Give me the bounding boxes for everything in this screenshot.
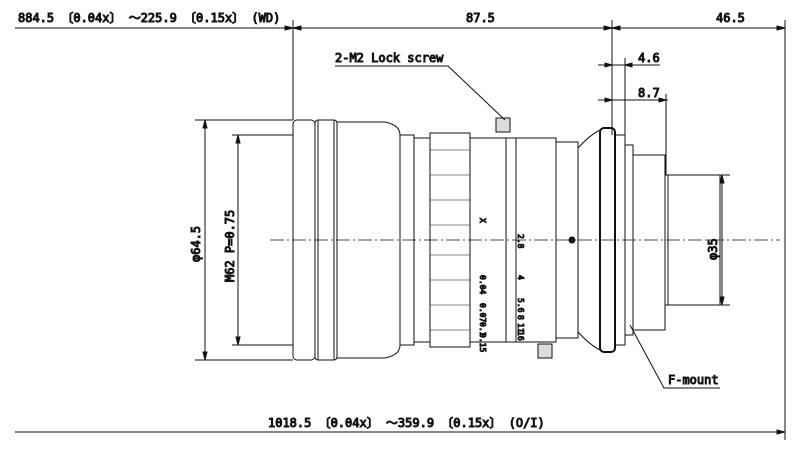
aperture-label: 11 [516,323,525,333]
flange-a-dimension: 4.6 [638,51,660,65]
mag-label: 0.15 [478,333,487,352]
lens-body [292,119,721,361]
aperture-label: 2.8 [516,234,525,249]
magnification-mark: X [478,218,487,223]
mag-label: 0.07 [478,303,487,322]
lock-screw-bottom [537,343,553,359]
mag-label: 0.1 [478,322,487,337]
lock-screw-top [495,117,511,133]
aperture-label: 5.6 [516,298,525,313]
mag-label: 0.04 [478,275,487,294]
lock-screw-label: 2-M2 Lock screw [335,51,444,65]
length-dimension: 87.5 [466,11,495,25]
filter-thread-dimension: M62 P=0.75 [223,210,237,282]
rear-diameter-dimension: φ35 [706,238,720,260]
aperture-label: 16 [516,331,525,341]
aperture-label: 4 [516,275,525,280]
f-mount-label: F-mount [668,373,719,387]
front-diameter-dimension: φ64.5 [189,226,203,262]
wd-dimension: 884.5 〔0.04x〕 ～225.9 〔0.15x〕 (WD) [18,11,280,25]
oi-dimension: 1018.5 〔0.04x〕 ～359.9 〔0.15x〕 (O/I) [268,416,545,430]
rear-length-dimension: 46.5 [716,11,745,25]
aperture-label: 8 [516,315,525,320]
flange-b-dimension: 8.7 [638,86,660,100]
index-mark [568,236,576,244]
